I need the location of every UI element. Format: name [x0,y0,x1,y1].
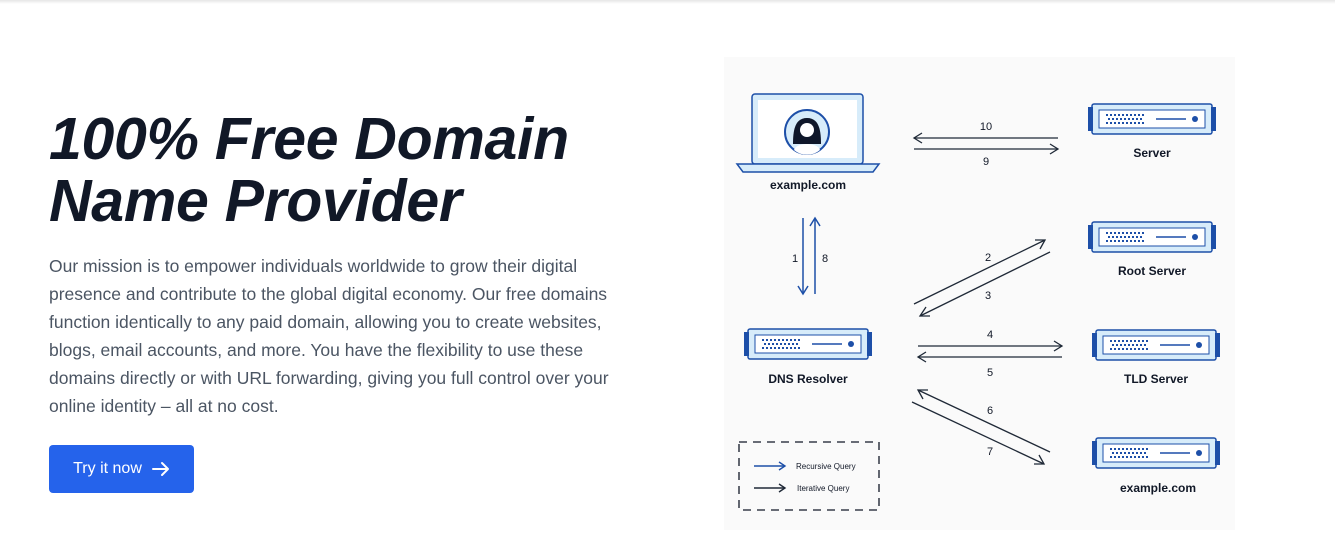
header-shadow [0,0,1335,4]
laptop-icon [735,93,881,173]
step-10-label: 10 [980,121,992,133]
step-8-label: 8 [822,253,828,265]
arrow-step-5 [916,351,1062,363]
arrow-step-9 [914,143,1060,155]
step-7-label: 7 [987,446,993,458]
hero-section: 100% Free Domain Name Provider Our missi… [49,108,629,420]
arrow-right-icon [151,461,170,477]
step-9-label: 9 [983,156,989,168]
arrow-step-3 [918,251,1051,317]
recursive-query-legend-label: Recursive Query [796,462,856,471]
step-6-label: 6 [987,405,993,417]
dns-resolver-label: DNS Resolver [768,372,848,386]
arrow-step-6 [916,389,1051,453]
step-3-label: 3 [985,290,991,302]
client-label: example.com [770,178,846,192]
root-server-icon [1087,221,1217,253]
try-it-now-label: Try it now [73,460,142,477]
server-icon [1087,103,1217,135]
recursive-query-legend-icon [754,461,787,471]
iterative-query-legend-icon [754,483,787,493]
hero-title: 100% Free Domain Name Provider [49,108,629,232]
tld-server-label: TLD Server [1124,372,1188,386]
step-4-label: 4 [987,329,993,341]
arrow-step-7 [911,401,1046,465]
legend: Recursive Query Iterative Query [738,441,880,511]
step-2-label: 2 [985,252,991,264]
hero-title-line1: 100% Free Domain [49,106,569,172]
try-it-now-button[interactable]: Try it now [49,445,194,493]
step-5-label: 5 [987,367,993,379]
arrow-step-10 [912,132,1058,144]
hero-title-line2: Name Provider [49,168,462,234]
step-1-label: 1 [792,253,798,265]
hero-description: Our mission is to empower individuals wo… [49,256,609,416]
server-label: Server [1133,146,1171,160]
dns-diagram: example.com Server Root Server DNS Resol… [724,57,1235,530]
arrow-step-2 [913,239,1047,305]
arrow-step-1 [797,218,809,296]
arrow-step-8 [809,216,821,294]
authoritative-label: example.com [1120,481,1196,495]
iterative-query-legend-label: Iterative Query [797,484,849,493]
dns-resolver-icon [743,328,873,360]
arrow-step-4 [918,340,1064,352]
root-server-label: Root Server [1118,264,1186,278]
authoritative-server-icon [1091,437,1221,469]
tld-server-icon [1091,329,1221,361]
